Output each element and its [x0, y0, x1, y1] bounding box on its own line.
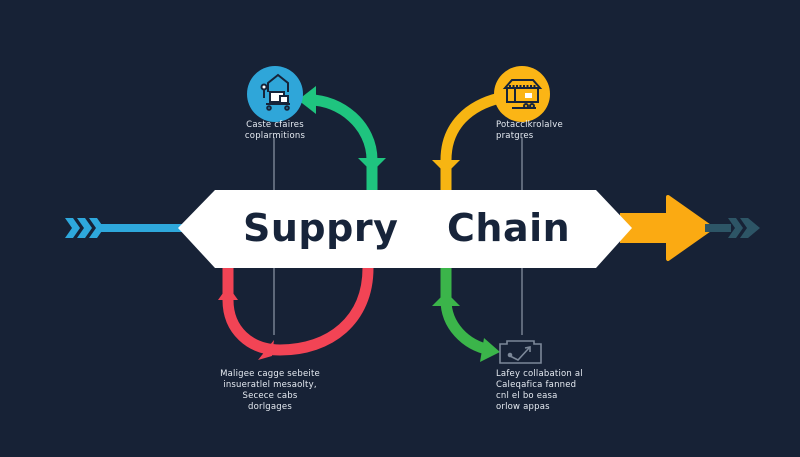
lime-loop-arrow — [432, 268, 500, 362]
label-line: Caste cfaires — [246, 120, 304, 130]
label-line: coplarmitions — [244, 131, 306, 141]
label-line: Caleqafica fanned — [496, 380, 577, 390]
title-left-word: Suppry — [243, 206, 399, 250]
label-line: Maligee cagge sebeite — [220, 369, 320, 379]
label-line: orlow appas — [496, 402, 550, 412]
title-right-word: Chain — [447, 206, 571, 250]
label-line: insueratlel mesaolty, — [223, 380, 317, 390]
node-label-top-right: Potacclkrolalve pratgres — [496, 120, 563, 142]
output-arrow — [620, 195, 760, 261]
green-loop-arrow — [298, 86, 386, 190]
label-line: dorlgages — [248, 402, 292, 412]
warehouse-cart-icon — [260, 73, 290, 111]
label-line: cnl el bo easa — [496, 391, 558, 401]
node-label-top-left: Caste cfaires coplarmitions — [245, 120, 305, 142]
node-label-bottom-left: Maligee cagge sebeite insueratlel mesaol… — [220, 369, 320, 413]
storefront-delivery-icon — [502, 79, 543, 109]
red-loop-arrow — [218, 267, 374, 360]
node-top-left — [247, 66, 303, 122]
label-line: Lafey collabation al — [496, 369, 583, 379]
title-banner — [178, 190, 632, 268]
yellow-loop-arrow — [432, 92, 502, 190]
label-line: Potacclkrolalve — [496, 120, 563, 130]
label-line: Secece cabs — [242, 391, 298, 401]
node-top-right — [494, 66, 550, 122]
node-label-bottom-right: Lafey collabation al Caleqafica fanned c… — [496, 369, 583, 413]
label-line: pratgres — [496, 131, 534, 141]
input-arrow — [65, 218, 190, 238]
chart-checkmark-icon — [499, 340, 542, 364]
